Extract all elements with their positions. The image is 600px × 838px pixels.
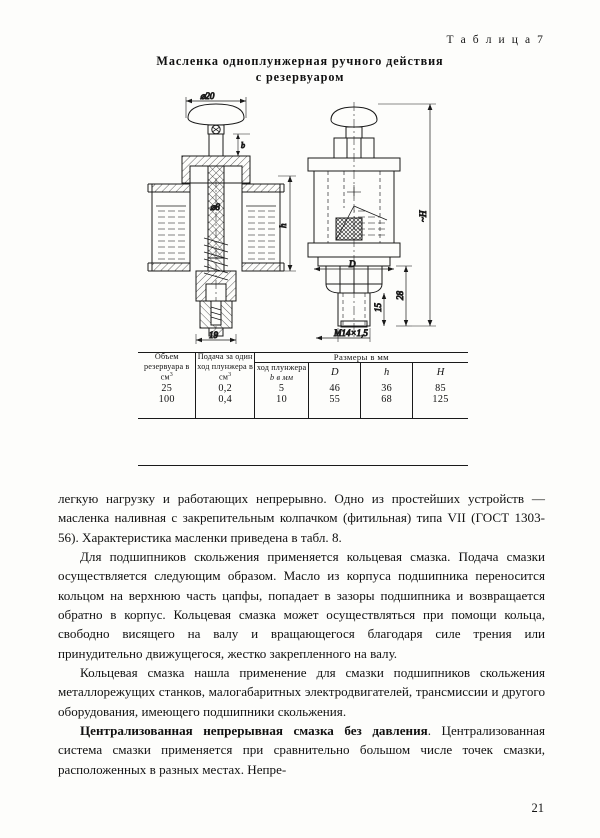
- cell-stroke: 5: [253, 382, 309, 395]
- cell-h: 36: [360, 382, 413, 395]
- header-stroke-unit: b в мм: [270, 372, 294, 382]
- cell-d: 46: [308, 382, 361, 395]
- cell-d: 55: [308, 394, 361, 406]
- table-rule-bottom: [138, 465, 468, 466]
- paragraph-4: Централизованная непрерывная смазка без …: [58, 721, 545, 779]
- svg-text:~H: ~H: [418, 210, 428, 222]
- cell-capital-h: 85: [412, 382, 468, 395]
- svg-text:28: 28: [395, 291, 405, 301]
- header-h: h: [360, 362, 413, 383]
- technical-drawing: ⌀20 b ⌀8: [138, 88, 478, 346]
- cell-h: 68: [360, 394, 413, 406]
- feed-unit-exponent: 3: [228, 372, 232, 379]
- page-title: Масленка одноплунжерная ручного действия…: [0, 54, 600, 85]
- table-row-spacer: [138, 405, 468, 418]
- paragraph-3: Кольцевая смазка нашла применение для см…: [58, 665, 545, 719]
- table-row: 100 0,4 10 55 68 125: [138, 394, 468, 406]
- page-title-line2: с резервуаром: [255, 69, 345, 84]
- header-stroke: ход плунжера b в мм: [253, 362, 309, 383]
- table-header-row-1: Объем резервуара в см3 Подача за один хо…: [138, 352, 468, 383]
- cell-volume: 100: [158, 394, 175, 406]
- svg-text:⌀20: ⌀20: [200, 91, 215, 101]
- header-volume: Объем резервуара в см3: [144, 352, 190, 382]
- cell-feed: 0,2: [195, 382, 255, 395]
- cell-stroke: 10: [253, 394, 309, 406]
- paragraph-1: легкую нагрузку и работающих непрерывно.…: [58, 491, 545, 545]
- svg-text:D: D: [348, 259, 356, 269]
- svg-text:M14×1,5: M14×1,5: [333, 328, 368, 338]
- header-d: D: [308, 362, 361, 383]
- header-feed: Подача за один ход плунжера в см3: [195, 352, 255, 383]
- volume-unit-exponent: 3: [169, 372, 173, 379]
- body-text: легкую нагрузку и работающих непрерывно.…: [58, 489, 545, 779]
- svg-text:19: 19: [209, 330, 219, 340]
- header-capital-h: H: [412, 362, 468, 383]
- page-number: 21: [531, 801, 545, 815]
- page-title-line1: Масленка одноплунжерная ручного действия: [156, 54, 444, 68]
- svg-text:15: 15: [373, 303, 383, 313]
- cell-volume: 25: [161, 382, 173, 394]
- specification-table: Объем резервуара в см3 Подача за один хо…: [138, 352, 468, 418]
- svg-text:⌀8: ⌀8: [210, 202, 220, 212]
- table-rule-middle: [138, 418, 468, 419]
- table-header-row-2: ход плунжера b в мм D h H: [138, 362, 468, 383]
- paragraph-4-rest: . Централизованная система смазки примен…: [58, 723, 545, 777]
- header-dimensions-span: Размеры в мм: [253, 352, 468, 364]
- paragraph-4-lead: Централизованная непрерывная смазка без …: [80, 723, 428, 739]
- svg-text:b: b: [241, 141, 245, 150]
- paragraph-2: Для подшипников скольжения применяется к…: [58, 549, 545, 661]
- cell-capital-h: 125: [412, 394, 468, 406]
- table-row: 25 0,2 5 46 36 85: [138, 382, 468, 395]
- table-number-label: Т а б л и ц а 7: [446, 34, 545, 46]
- cell-feed: 0,4: [195, 394, 255, 406]
- svg-text:h: h: [278, 223, 288, 228]
